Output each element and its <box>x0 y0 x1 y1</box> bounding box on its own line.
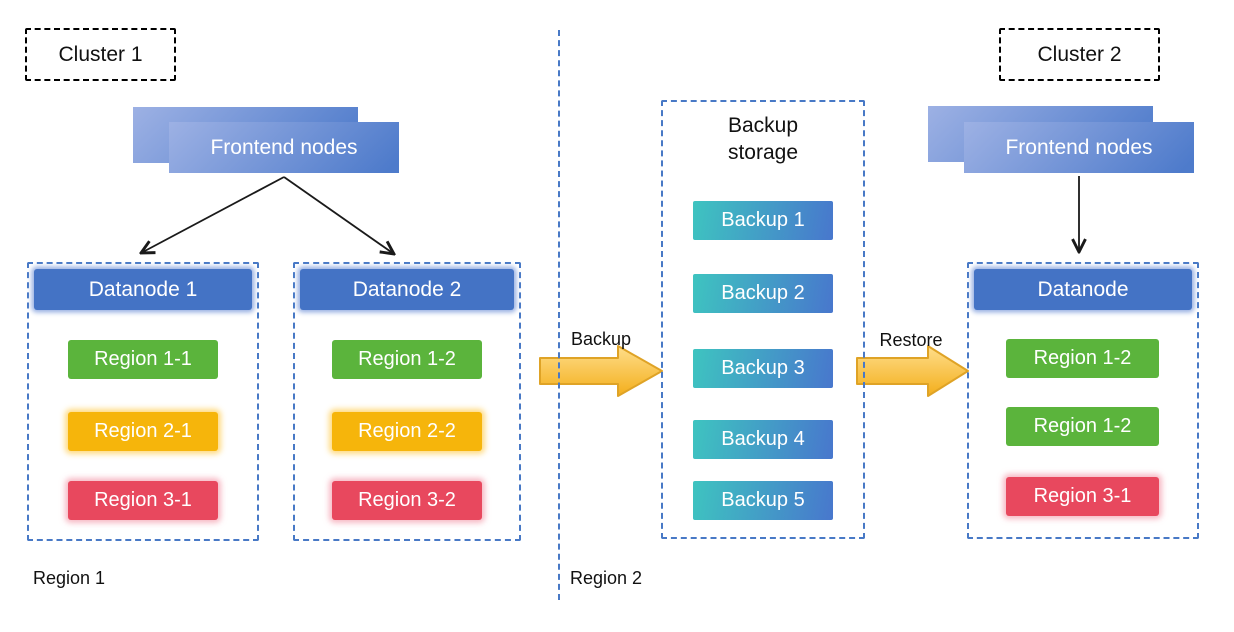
cluster2-region-3-label: Region 3-1 <box>1033 485 1132 507</box>
region-separator-line <box>558 30 560 600</box>
cluster1-frontend-nodes-box: Frontend nodes <box>169 122 399 173</box>
cluster2-region-box-2: Region 1-2 <box>1006 407 1159 446</box>
datanode2-title: Datanode 2 <box>352 277 462 301</box>
restore-arrow-label: Restore <box>879 330 943 350</box>
backup-item-2: Backup 2 <box>693 274 833 313</box>
region-1-1-label: Region 1-1 <box>94 348 192 370</box>
datanode1-container: Datanode 1 Region 1-1 Region 2-1 Region … <box>27 262 259 541</box>
region-box-3-2: Region 3-2 <box>332 481 482 520</box>
cluster2-datanode-header: Datanode <box>974 269 1192 310</box>
cluster2-frontend-nodes-box: Frontend nodes <box>964 122 1194 173</box>
region-3-2-label: Region 3-2 <box>358 489 456 511</box>
connector-frontend-to-datanode1 <box>141 176 285 253</box>
backup-arrow-label: Backup <box>570 329 632 349</box>
datanode2-container: Datanode 2 Region 1-2 Region 2-2 Region … <box>293 262 521 541</box>
cluster2-region-1-label: Region 1-2 <box>1033 347 1132 369</box>
connector-frontend-to-datanode2 <box>283 176 394 254</box>
cluster2-region-box-3: Region 3-1 <box>1006 477 1159 516</box>
datanode1-header: Datanode 1 <box>34 269 252 310</box>
backup-1-label: Backup 1 <box>721 209 805 231</box>
backup-item-4: Backup 4 <box>693 420 833 459</box>
datanode1-title: Datanode 1 <box>88 277 198 301</box>
region-box-2-2: Region 2-2 <box>332 412 482 451</box>
backup-4-label: Backup 4 <box>721 428 805 450</box>
backup-storage-container: Backup storage Backup 1 Backup 2 Backup … <box>661 100 865 539</box>
region-box-1-2: Region 1-2 <box>332 340 482 379</box>
backup-2-label: Backup 2 <box>721 282 805 304</box>
backup-5-label: Backup 5 <box>721 489 805 511</box>
backup-3-label: Backup 3 <box>721 357 805 379</box>
region-box-1-1: Region 1-1 <box>68 340 218 379</box>
cluster2-datanode-title: Datanode <box>1037 277 1129 301</box>
backup-item-3: Backup 3 <box>693 349 833 388</box>
datanode2-header: Datanode 2 <box>300 269 514 310</box>
cluster2-label-box: Cluster 2 <box>999 28 1160 81</box>
backup-storage-title: Backup storage <box>727 114 799 164</box>
region2-zone-label: Region 2 <box>570 568 643 588</box>
region1-zone-label: Region 1 <box>33 568 106 588</box>
cluster2-region-box-1: Region 1-2 <box>1006 339 1159 378</box>
restore-flow-arrow <box>856 345 969 397</box>
cluster2-frontend-label: Frontend nodes <box>1005 135 1153 159</box>
backup-item-1: Backup 1 <box>693 201 833 240</box>
backup-item-5: Backup 5 <box>693 481 833 520</box>
cluster2-datanode-container: Datanode Region 1-2 Region 1-2 Region 3-… <box>967 262 1199 539</box>
region-2-1-label: Region 2-1 <box>94 420 192 442</box>
region-box-3-1: Region 3-1 <box>68 481 218 520</box>
cluster2-label: Cluster 2 <box>1037 42 1122 66</box>
cluster1-frontend-label: Frontend nodes <box>210 135 358 159</box>
region-2-2-label: Region 2-2 <box>358 420 456 442</box>
region-box-2-1: Region 2-1 <box>68 412 218 451</box>
cluster1-label: Cluster 1 <box>58 42 143 66</box>
region-3-1-label: Region 3-1 <box>94 489 192 511</box>
cluster2-region-2-label: Region 1-2 <box>1033 415 1132 437</box>
cluster1-label-box: Cluster 1 <box>25 28 176 81</box>
region-1-2-label: Region 1-2 <box>358 348 456 370</box>
